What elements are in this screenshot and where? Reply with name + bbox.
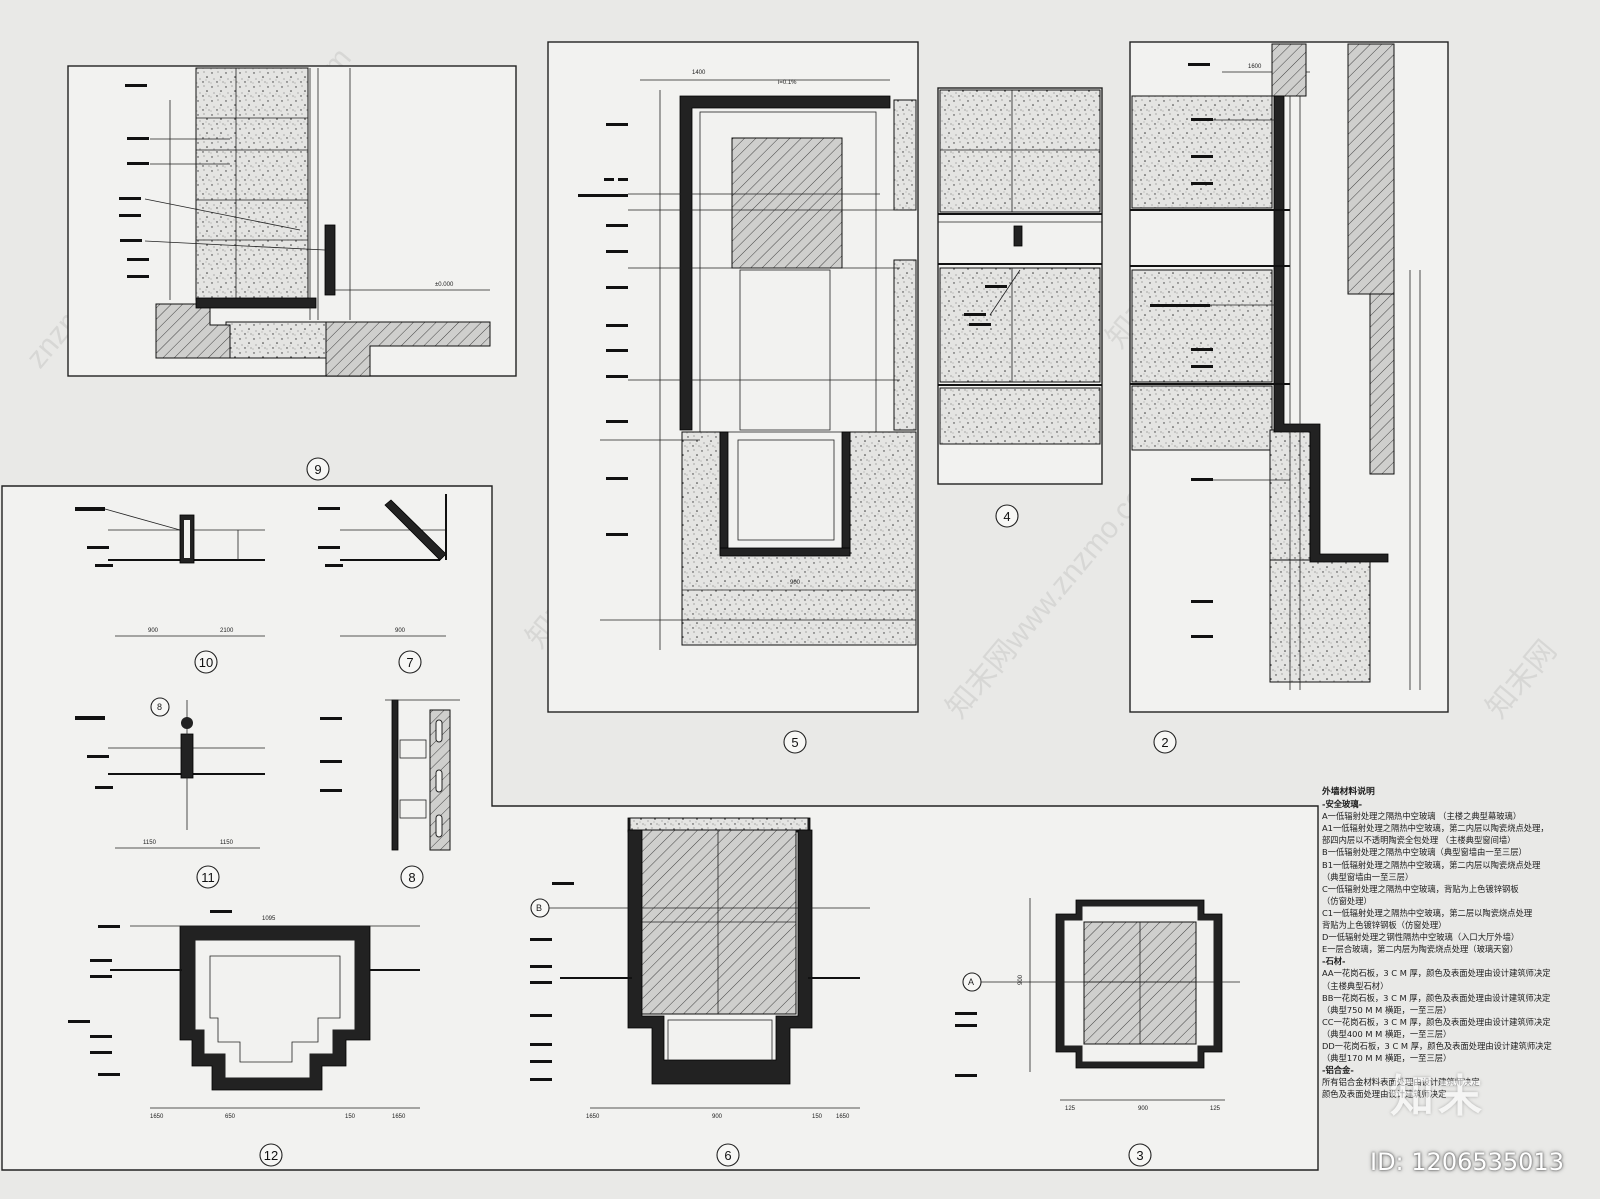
dim-d6-b3: 150 [812,1114,823,1120]
detail-12: 1095 1650 650 150 1650 [68,910,420,1120]
notes-item: D一低辐射处理之钢性隔热中空玻璃（入口大厅外墙） [1322,932,1520,943]
dim-d3-b2: 900 [1138,1106,1149,1112]
detail-number-12: 12 [264,1148,278,1163]
dim-d12-b4: 1650 [392,1114,406,1120]
detail-number-7: 7 [406,655,413,670]
notes-section-glass: -安全玻璃- A一低辐射处理之隔热中空玻璃 （主楼之典型幕玻璃） A1一低辐射处… [1322,798,1562,955]
brand-logo: 知末 [1390,1071,1486,1122]
detail-6: B 1650 900 150 1650 [530,817,870,1120]
detail-number-8: 8 [408,870,415,885]
notes-item: （仿窗处理） [1322,895,1372,906]
dim-d11-left: 1150 [143,840,157,846]
detail-number-11: 11 [201,870,215,885]
detail-number-3: 3 [1136,1148,1143,1163]
notes-item: 部四内层以不透明陶瓷全包处理 （主楼典型窗间墙） [1322,835,1516,846]
detail-number-4: 4 [1003,509,1010,524]
dim-d3-side: 900 [1018,974,1024,985]
detail-11: 8 1150 1150 [75,697,265,849]
detail-callout-4 [995,504,1019,528]
notes-item: CC一花岗石板，3 C M 厚，颜色及表面处理由设计建筑师决定 [1322,1016,1551,1027]
material-notes: 外墙材料说明 -安全玻璃- A一低辐射处理之隔热中空玻璃 （主楼之典型幕玻璃） … [1322,786,1562,1100]
dim-d2-top: 1600 [1248,64,1262,70]
detail-callout-10 [194,650,218,674]
detail-number-2: 2 [1161,735,1168,750]
notes-item: （典型750 M M 横距，一至三层） [1322,1004,1452,1015]
gridline-marker-a [962,972,982,992]
detail-4 [937,87,1103,485]
detail-8 [320,699,460,851]
dim-d11-right: 1150 [220,840,234,846]
dim-d5-top: 1400 [692,70,706,76]
notes-item: （典型170 M M 横距，一至三层） [1322,1053,1452,1064]
detail-10: 900 2100 [75,507,265,637]
notes-heading: -安全玻璃- [1322,799,1363,810]
notes-item: DD一花岗石板，3 C M 厚，颜色及表面处理由设计建筑师决定 [1322,1040,1552,1051]
image-id-label: ID: 1206535013 [1370,1148,1564,1176]
dim-d6-b4: 1650 [836,1114,850,1120]
detail-3: A 125 900 125 900 [955,898,1240,1112]
notes-item: C1一低辐射处理之隔热中空玻璃，第二层以陶瓷烧点处理 [1322,907,1533,918]
dim-d10-left: 900 [148,628,159,634]
notes-item: 颜色及表面处理由设计建筑师决定 [1322,1089,1447,1100]
detail-number-5: 5 [791,735,798,750]
dim-d3-b1: 125 [1065,1106,1076,1112]
notes-item: AA一花岗石板，3 C M 厚，颜色及表面处理由设计建筑师决定 [1322,968,1551,979]
detail-callout-2 [1153,730,1177,754]
detail-callout-3 [1128,1143,1152,1167]
notes-item: A1一低辐射处理之隔热中空玻璃，第二内层以陶瓷烧点处理， [1322,823,1549,834]
detail-callout-5 [783,730,807,754]
notes-item: A一低辐射处理之隔热中空玻璃 （主楼之典型幕玻璃） [1322,811,1522,822]
notes-item: B一低辐射处理之隔热中空玻璃（典型窗墙由一至三层） [1322,847,1527,858]
detail-callout-8 [400,865,424,889]
detail-number-6: 6 [724,1148,731,1163]
detail-9: ±0.000 [67,65,517,377]
notes-item: B1一低辐射处理之隔热中空玻璃，第二内层以陶瓷烧点处理 [1322,859,1541,870]
detail-callout-11 [196,865,220,889]
gridline-marker-b [530,898,550,918]
notes-item: 所有铝合金材料表面处理由设计建筑师决定 [1322,1077,1480,1088]
notes-heading: -铝合金- [1322,1065,1354,1076]
dim-d6-b1: 1650 [586,1114,600,1120]
notes-item: E一层合玻璃，第二内层为陶瓷烧点处理（玻璃天窗） [1322,944,1519,955]
svg-text:B: B [536,903,542,913]
dim-d12-b3: 150 [345,1114,356,1120]
detail-callout-12 [259,1143,283,1167]
dim-d10-right: 2100 [220,628,234,634]
dim-d7-bottom: 900 [395,628,406,634]
dim-d5-bottom: 900 [790,580,801,586]
dim-d12-top: 1095 [262,916,276,922]
svg-text:知末网: 知末网 [1480,634,1563,724]
svg-text:A: A [968,977,974,987]
dim-d12-b2: 650 [225,1114,236,1120]
notes-section-aluminum: -铝合金- 所有铝合金材料表面处理由设计建筑师决定 颜色及表面处理由设计建筑师决… [1322,1064,1562,1100]
notes-title: 外墙材料说明 [1322,787,1375,797]
notes-item: C一低辐射处理之隔热中空玻璃，背贴为上色镀锌钢板 [1322,883,1519,894]
detail-callout-6 [716,1143,740,1167]
notes-item: （主楼典型石材） [1322,980,1389,991]
dim-d12-b1: 1650 [150,1114,164,1120]
notes-item: （典型窗墙由一至三层） [1322,871,1414,882]
detail-number-10: 10 [199,655,213,670]
detail-number-9: 9 [314,462,321,477]
notes-item: 背贴为上色镀锌钢板（仿窗处理） [1322,920,1447,931]
detail-2: 1600 [1129,41,1449,713]
detail-7: 900 [318,494,447,637]
dim-d3-b3: 125 [1210,1106,1221,1112]
svg-text:8: 8 [157,702,162,712]
level-label: ±0.000 [435,282,454,288]
notes-item: BB一花岗石板，3 C M 厚，颜色及表面处理由设计建筑师决定 [1322,992,1551,1003]
dim-d5-slope: i=0.1% [778,80,797,86]
detail-callout-9 [306,457,330,481]
detail-5: 1400 i=0.1% 900 [547,41,919,713]
dim-d6-b2: 900 [712,1114,723,1120]
detail-callout-7 [398,650,422,674]
notes-item: （典型400 M M 横距，一至三层） [1322,1028,1452,1039]
gridline-marker-8 [150,697,170,717]
notes-heading: -石材- [1322,956,1346,967]
notes-section-stone: -石材- AA一花岗石板，3 C M 厚，颜色及表面处理由设计建筑师决定 （主楼… [1322,955,1562,1064]
